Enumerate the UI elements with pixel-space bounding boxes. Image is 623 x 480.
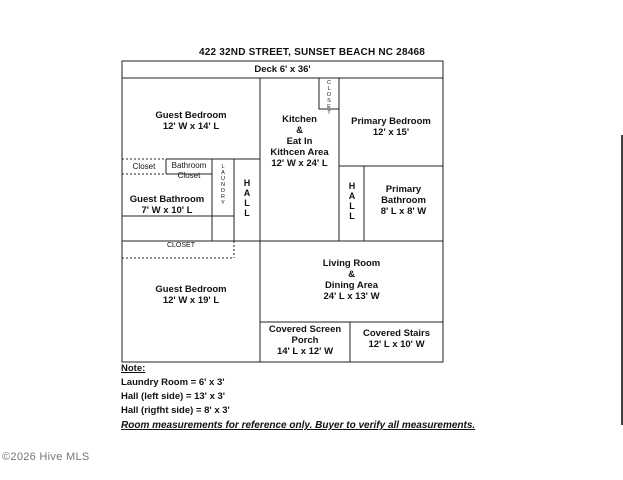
guest-bedroom-1-label: Guest Bedroom 12' W x 14' L	[122, 110, 260, 132]
letter: D	[221, 188, 225, 194]
letter: R	[221, 194, 225, 200]
notes: Note: Laundry Room = 6' x 3' Hall (left …	[121, 362, 230, 418]
page-edge	[621, 135, 623, 425]
letter: L	[349, 201, 355, 211]
letter: L	[327, 86, 331, 92]
guest-bedroom-2-label: Guest Bedroom 12' W x 19' L	[122, 284, 260, 306]
letter: T	[327, 110, 331, 116]
deck-label: Deck 6' x 36'	[254, 64, 311, 75]
letter: L	[244, 208, 250, 218]
room-size: 12' x 15'	[372, 127, 410, 138]
primary-bathroom-label: Primary Bathroom 8' L x 8' W	[364, 184, 443, 217]
room-size: 12' W x 19' L	[162, 295, 220, 306]
room-size: 7' W x 10' L	[141, 205, 193, 216]
room-name-line: Porch	[291, 335, 319, 346]
room-name: Guest Bathroom	[129, 194, 205, 205]
room-size: 24' L x 13' W	[323, 291, 380, 302]
room-name-line: Bathroom	[381, 195, 426, 206]
outer-wall	[121, 60, 444, 363]
room-name-line: Primary	[385, 184, 422, 195]
room-size: 12' L x 10' W	[368, 339, 425, 350]
watermark: ©2026 Hive MLS	[2, 451, 90, 463]
letter: U	[221, 176, 225, 182]
room-name: Guest Bedroom	[155, 284, 227, 295]
screen-porch-label: Covered Screen Porch 14' L x 12' W	[260, 324, 350, 357]
disclaimer: Room measurements for reference only. Bu…	[121, 420, 476, 431]
ampersand: &	[348, 269, 355, 280]
hall-right-label: H A L L	[346, 181, 358, 221]
covered-stairs-label: Covered Stairs 12' L x 10' W	[350, 328, 443, 350]
room-name-line: Eat In	[286, 136, 313, 147]
letter: A	[221, 170, 225, 176]
letter: C	[327, 80, 331, 86]
room-name-line: Bathroom	[171, 161, 207, 170]
letter: A	[243, 188, 251, 198]
letter: L	[349, 211, 355, 221]
room-name-line: Living Room	[322, 258, 381, 269]
room-size: 12' W x 14' L	[162, 121, 220, 132]
room-size: 12' W x 24' L	[271, 158, 328, 169]
room-name-line: Kithcen Area	[270, 147, 329, 158]
room-size: 8' L x 8' W	[380, 206, 427, 217]
room-name: Primary Bedroom	[351, 116, 431, 127]
closet-top-label: C L O S E T	[323, 80, 335, 116]
letter: O	[326, 92, 332, 98]
note-item: Hall (rigfht side) = 8' x 3'	[121, 405, 230, 416]
letter: S	[327, 98, 331, 104]
closet-left-label: Closet	[132, 162, 156, 171]
room-name: Guest Bedroom	[155, 110, 227, 121]
note-item: Hall (left side) = 13' x 3'	[121, 391, 226, 402]
letter: L	[244, 198, 250, 208]
room-name: Covered Stairs	[362, 328, 431, 339]
guest-bathroom-label: Guest Bathroom 7' W x 10' L	[122, 194, 212, 216]
room-name-line: Covered Screen	[268, 324, 342, 335]
kitchen-label: Kitchen & Eat In Kithcen Area 12' W x 24…	[260, 114, 339, 169]
living-room-label: Living Room & Dining Area 24' L x 13' W	[260, 258, 443, 302]
laundry-label: L A U N D R Y	[217, 164, 229, 206]
closet-top-wall	[318, 77, 340, 110]
plan-title: 422 32ND STREET, SUNSET BEACH NC 28468	[198, 47, 425, 58]
room-name: Kitchen	[282, 114, 317, 125]
room-size: 14' L x 12' W	[276, 346, 334, 357]
letter: E	[327, 104, 331, 110]
letter: H	[348, 181, 356, 191]
primary-bedroom-label: Primary Bedroom 12' x 15'	[339, 116, 443, 138]
bathroom-closet-label: Bathroom Closet	[166, 161, 212, 181]
room-name-line: Closet	[177, 171, 201, 180]
note-item: Laundry Room = 6' x 3'	[121, 377, 225, 388]
ampersand: &	[296, 125, 303, 136]
letter: Y	[221, 200, 225, 206]
letter: N	[221, 182, 225, 188]
letter: L	[221, 164, 225, 170]
hall-left-label: H A L L	[241, 178, 253, 218]
room-name-line: Dining Area	[325, 280, 378, 291]
letter: H	[243, 178, 251, 188]
letter: A	[348, 191, 356, 201]
notes-heading: Note:	[121, 363, 146, 374]
closet-bottom-label: CLOSET	[166, 242, 195, 249]
